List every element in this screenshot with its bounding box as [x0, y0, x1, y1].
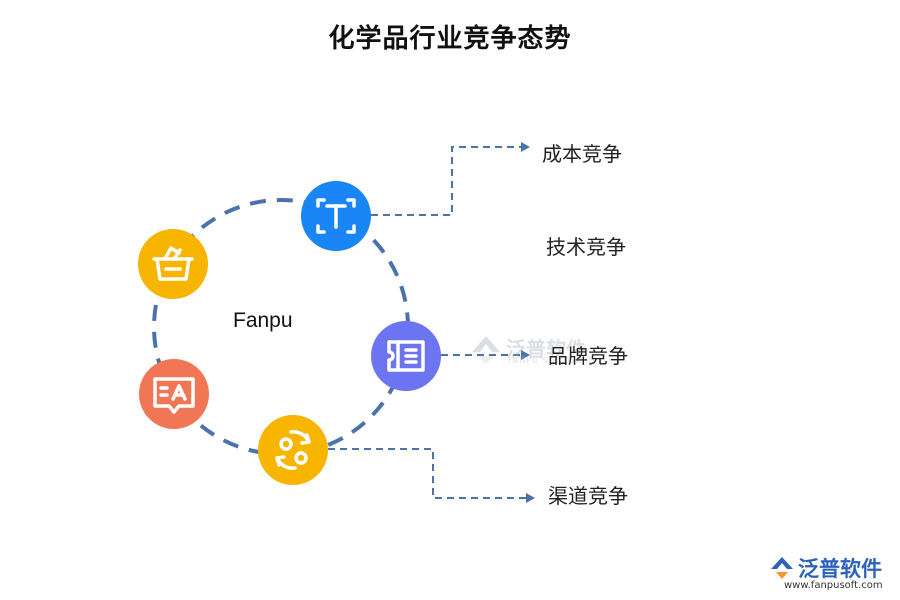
branch-label-cost: 成本竞争: [542, 142, 622, 166]
arrowhead-brand: [521, 350, 530, 360]
center-label: Fanpu: [233, 309, 293, 332]
basket-icon: [152, 246, 194, 281]
node-text-scan: [301, 181, 371, 251]
brand-logo-text: 泛普软件: [798, 557, 882, 581]
watermark-logo-icon: [472, 336, 500, 364]
translate-chat-icon: [153, 377, 195, 414]
brand-logo-url: www.fanpusoft.com: [784, 580, 883, 591]
connector-cost: [371, 146, 528, 216]
branch-label-brand: 品牌竞争: [548, 344, 628, 368]
ticket-list-icon: [387, 340, 425, 372]
node-sync: [258, 415, 328, 485]
connector-channel: [328, 448, 532, 499]
node-ticket: [371, 321, 441, 391]
watermark-subtext: FANPU SOFTWARE: [508, 356, 595, 365]
watermark: 泛普软件 FANPU SOFTWARE: [468, 330, 608, 370]
brand-logo-icon: [771, 557, 793, 579]
node-basket: [138, 229, 208, 299]
text-scan-icon: [316, 198, 356, 234]
diagram-title: 化学品行业竞争态势: [328, 24, 572, 54]
arrowhead-cost: [521, 142, 530, 152]
branch-label-channel: 渠道竞争: [548, 484, 628, 508]
node-translate: [139, 359, 209, 429]
arrowhead-channel: [526, 493, 535, 503]
watermark-text: 泛普软件: [506, 337, 586, 361]
sync-circles-icon: [275, 430, 311, 470]
brand-logo: 泛普软件 www.fanpusoft.com: [768, 553, 893, 593]
branch-label-tech: 技术竞争: [546, 235, 626, 259]
